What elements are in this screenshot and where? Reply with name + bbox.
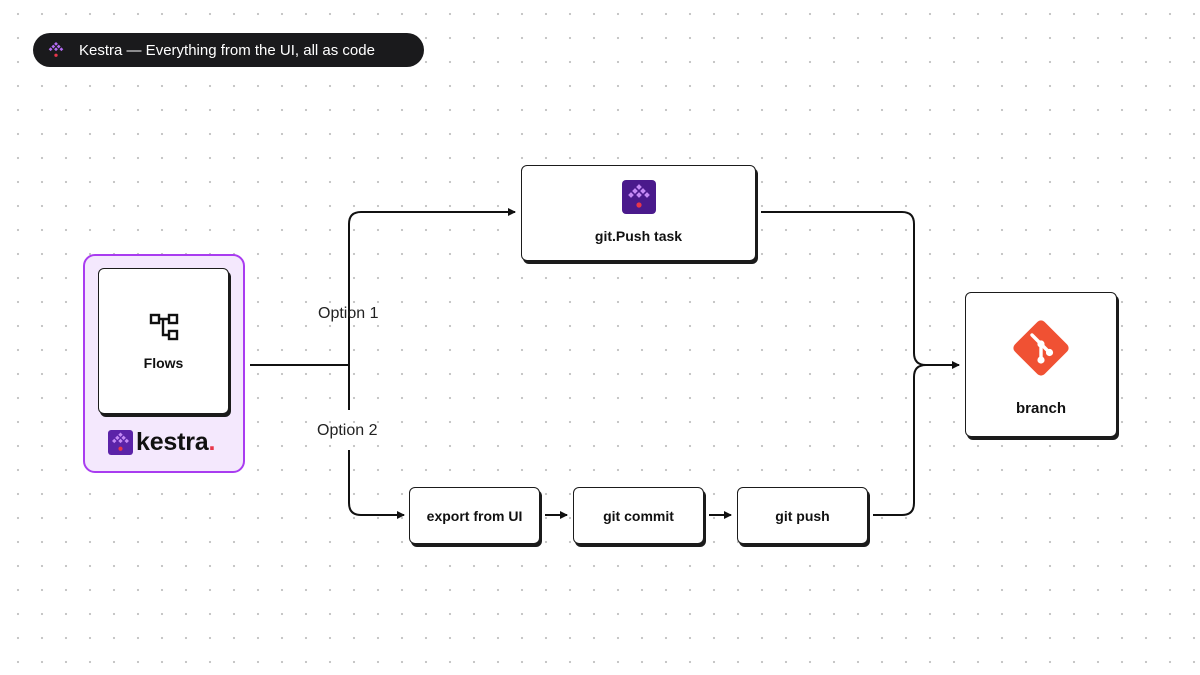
- connector-option1: [348, 212, 515, 365]
- branch-node[interactable]: branch: [965, 292, 1117, 437]
- git-push-node[interactable]: git push: [737, 487, 868, 544]
- flows-node[interactable]: Flows: [98, 268, 229, 414]
- flows-label: Flows: [143, 355, 184, 371]
- kestra-brand: kestra.: [108, 428, 215, 456]
- connector-option2: [348, 365, 404, 515]
- git-push-task-node[interactable]: git.Push task: [521, 165, 756, 261]
- connector-pushtask-branch: [761, 211, 960, 369]
- kestra-logo-icon: [108, 429, 133, 455]
- git-push-task-label: git.Push task: [594, 228, 683, 244]
- page-title: Kestra — Everything from the UI, all as …: [79, 41, 375, 59]
- git-logo-icon: [1013, 320, 1069, 376]
- export-from-ui-node[interactable]: export from UI: [409, 487, 540, 544]
- option-1-label: Option 1: [318, 305, 379, 322]
- git-push-label: git push: [775, 507, 830, 524]
- connector-gitpush-branch: [873, 364, 927, 516]
- git-commit-node[interactable]: git commit: [573, 487, 704, 544]
- flow-diagram-icon: [149, 313, 179, 341]
- branch-label: branch: [1015, 400, 1066, 417]
- git-commit-label: git commit: [603, 507, 674, 524]
- title-banner: Kestra — Everything from the UI, all as …: [33, 33, 424, 67]
- export-from-ui-label: export from UI: [426, 507, 523, 524]
- kestra-logo-icon: [622, 180, 656, 214]
- kestra-wordmark: kestra: [136, 427, 209, 456]
- kestra-wordmark-dot: .: [208, 427, 216, 456]
- option-2-label: Option 2: [317, 422, 378, 439]
- kestra-logo-icon: [48, 41, 64, 57]
